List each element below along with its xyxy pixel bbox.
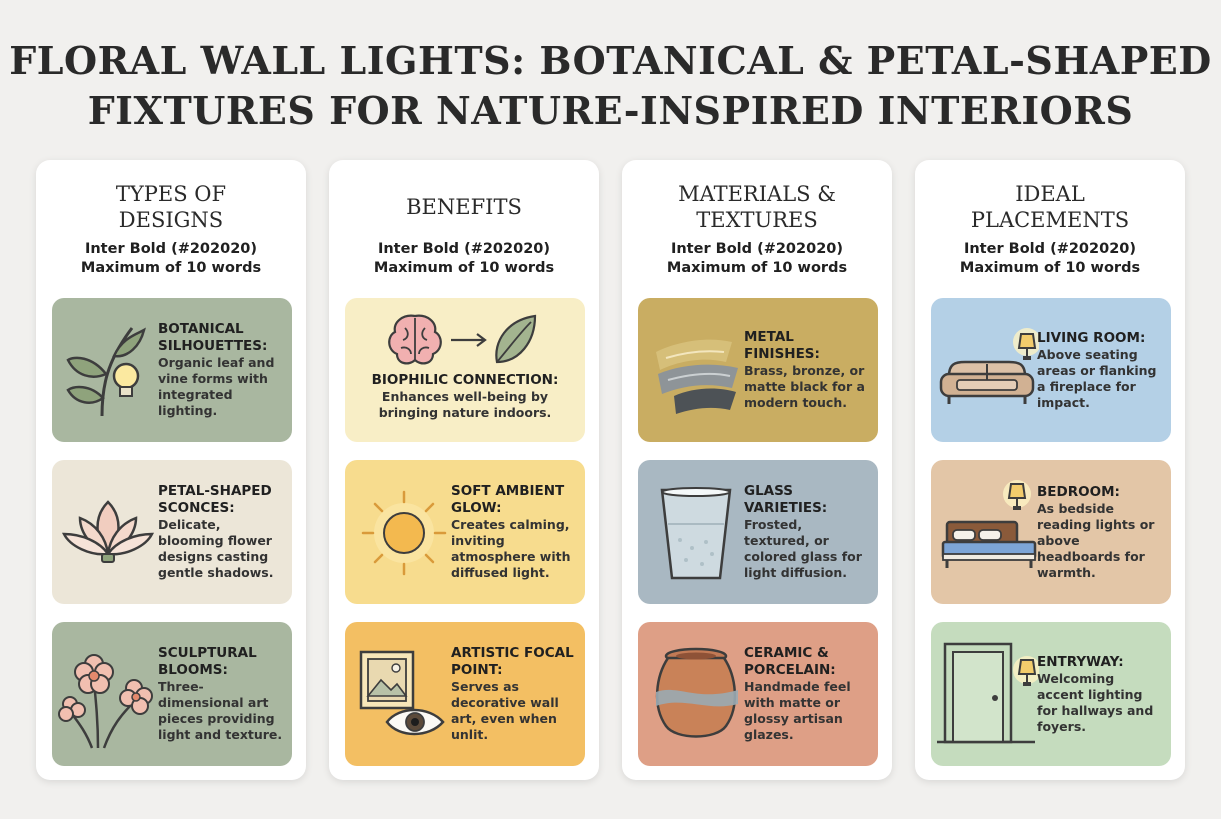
card-description: Welcoming accent lighting for hallways a…: [1037, 670, 1154, 734]
column-subtitle-line-2: Maximum of 10 words: [666, 260, 848, 276]
card-title: BOTANICAL SILHOUETTES:: [158, 321, 268, 354]
column-subtitle: Inter Bold (#202020) Maximum of 10 words: [36, 240, 306, 278]
card-text: PETAL-SHAPED SCONCES: Delicate, blooming…: [158, 460, 286, 604]
card-entryway: ENTRYWAY: Welcoming accent lighting for …: [931, 622, 1171, 766]
page-title: FLORAL WALL LIGHTS: BOTANICAL & PETAL-SH…: [0, 36, 1221, 136]
card-sculptural-blooms: SCULPTURAL BLOOMS: Three-dimensional art…: [52, 622, 292, 766]
card-title: ARTISTIC FOCAL POINT:: [451, 645, 574, 678]
brain-leaf-icon: [388, 314, 537, 365]
column-benefits: BENEFITS Inter Bold (#202020) Maximum of…: [329, 160, 599, 780]
column-subtitle-line-1: Inter Bold (#202020): [963, 241, 1137, 257]
page-title-line-1: FLORAL WALL LIGHTS: BOTANICAL & PETAL-SH…: [9, 38, 1212, 83]
column-heading-text: BENEFITS: [406, 195, 522, 219]
column-heading: BENEFITS: [329, 176, 599, 238]
card-description: Organic leaf and vine forms with integra…: [158, 355, 275, 418]
column-subtitle: Inter Bold (#202020) Maximum of 10 words: [329, 240, 599, 278]
card-title: BIOPHILIC CONNECTION:: [371, 372, 559, 388]
card-title: GLASS VARIETIES:: [744, 483, 828, 516]
column-subtitle: Inter Bold (#202020) Maximum of 10 words: [622, 240, 892, 278]
column-heading-text: TYPES OF DESIGNS: [115, 182, 227, 232]
column-ideal-placements: IDEAL PLACEMENTS Inter Bold (#202020) Ma…: [915, 160, 1185, 780]
card-text: GLASS VARIETIES: Frosted, textured, or c…: [744, 460, 872, 604]
card-title: SOFT AMBIENT GLOW:: [451, 483, 565, 516]
card-title: METAL FINISHES:: [744, 329, 820, 362]
card-title: SCULPTURAL BLOOMS:: [158, 645, 257, 678]
sun-icon: [361, 490, 447, 576]
card-ceramic-porcelain: CERAMIC & PORCELAIN: Handmade feel with …: [638, 622, 878, 766]
column-heading-text: MATERIALS & TEXTURES: [678, 182, 836, 232]
card-glass-varieties: GLASS VARIETIES: Frosted, textured, or c…: [638, 460, 878, 604]
card-title: CERAMIC & PORCELAIN:: [744, 645, 836, 678]
column-types-of-designs: TYPES OF DESIGNS Inter Bold (#202020) Ma…: [36, 160, 306, 780]
card-text: METAL FINISHES: Brass, bronze, or matte …: [744, 298, 872, 442]
card-text: CERAMIC & PORCELAIN: Handmade feel with …: [744, 622, 872, 766]
card-biophilic-connection: BIOPHILIC CONNECTION: Enhances well-bein…: [345, 298, 585, 442]
card-text: BEDROOM: As bedside reading lights or ab…: [1037, 460, 1165, 604]
column-materials-textures: MATERIALS & TEXTURES Inter Bold (#202020…: [622, 160, 892, 780]
card-description: Frosted, textured, or colored glass for …: [744, 517, 862, 580]
flowers-icon: [58, 654, 153, 749]
card-petal-shaped-sconces: PETAL-SHAPED SCONCES: Delicate, blooming…: [52, 460, 292, 604]
picture-eye-icon: [359, 650, 445, 736]
card-text: ARTISTIC FOCAL POINT: Serves as decorati…: [451, 622, 579, 766]
card-soft-ambient-glow: SOFT AMBIENT GLOW: Creates calming, invi…: [345, 460, 585, 604]
vase-icon: [655, 647, 738, 738]
card-description: Delicate, blooming flower designs castin…: [158, 517, 274, 580]
card-description: Above seating areas or flanking a firepl…: [1037, 346, 1157, 410]
card-description: Serves as decorative wall art, even when…: [451, 679, 559, 742]
column-heading: IDEAL PLACEMENTS: [915, 176, 1185, 238]
column-subtitle-line-1: Inter Bold (#202020): [84, 241, 258, 257]
card-text: ENTRYWAY: Welcoming accent lighting for …: [1037, 622, 1165, 766]
column-subtitle-line-1: Inter Bold (#202020): [377, 241, 551, 257]
column-heading-text: IDEAL PLACEMENTS: [970, 182, 1130, 232]
door-lamp-icon: [937, 642, 1039, 744]
card-text: BOTANICAL SILHOUETTES: Organic leaf and …: [158, 298, 286, 442]
metal-swatch-icon: [656, 339, 738, 414]
lotus-icon: [61, 500, 155, 563]
column-subtitle: Inter Bold (#202020) Maximum of 10 words: [915, 240, 1185, 278]
card-text: SCULPTURAL BLOOMS: Three-dimensional art…: [158, 622, 286, 766]
leaf-bulb-icon: [66, 327, 146, 417]
bed-lamp-icon: [941, 480, 1037, 568]
sofa-lamp-icon: [939, 328, 1039, 404]
card-text: LIVING ROOM: Above seating areas or flan…: [1037, 298, 1165, 442]
column-subtitle-line-2: Maximum of 10 words: [80, 260, 262, 276]
card-description: Three-dimensional art pieces providing l…: [158, 679, 283, 742]
card-description: As bedside reading lights or above headb…: [1037, 500, 1155, 580]
column-subtitle-line-1: Inter Bold (#202020): [670, 241, 844, 257]
page-title-line-2: FIXTURES FOR NATURE-INSPIRED INTERIORS: [87, 88, 1134, 133]
card-living-room: LIVING ROOM: Above seating areas or flan…: [931, 298, 1171, 442]
glass-icon: [660, 487, 732, 580]
column-heading: TYPES OF DESIGNS: [36, 176, 306, 238]
card-title: BEDROOM:: [1037, 483, 1120, 500]
card-title: LIVING ROOM:: [1037, 329, 1146, 346]
card-text: BIOPHILIC CONNECTION: Enhances well-bein…: [345, 372, 585, 421]
column-subtitle-line-2: Maximum of 10 words: [959, 260, 1141, 276]
card-title: ENTRYWAY:: [1037, 653, 1124, 670]
card-artistic-focal-point: ARTISTIC FOCAL POINT: Serves as decorati…: [345, 622, 585, 766]
card-botanical-silhouettes: BOTANICAL SILHOUETTES: Organic leaf and …: [52, 298, 292, 442]
column-subtitle-line-2: Maximum of 10 words: [373, 260, 555, 276]
card-metal-finishes: METAL FINISHES: Brass, bronze, or matte …: [638, 298, 878, 442]
card-description: Brass, bronze, or matte black for a mode…: [744, 363, 865, 410]
card-description: Creates calming, inviting atmosphere wit…: [451, 517, 571, 580]
card-bedroom: BEDROOM: As bedside reading lights or ab…: [931, 460, 1171, 604]
column-heading: MATERIALS & TEXTURES: [622, 176, 892, 238]
card-title: PETAL-SHAPED SCONCES:: [158, 483, 272, 516]
card-description: Handmade feel with matte or glossy artis…: [744, 679, 851, 742]
card-description: Enhances well-being by bringing nature i…: [378, 389, 552, 420]
card-text: SOFT AMBIENT GLOW: Creates calming, invi…: [451, 460, 579, 604]
